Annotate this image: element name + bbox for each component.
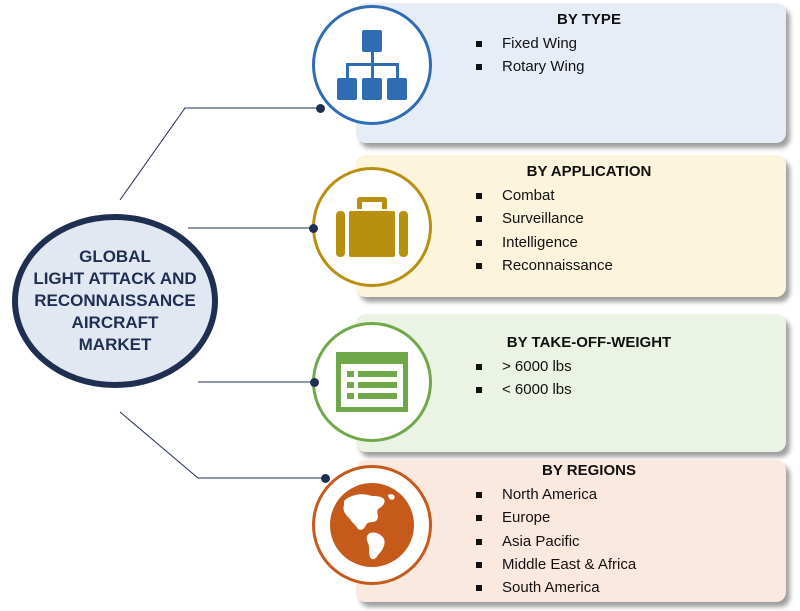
segment-list-application: Combat Surveillance Intelligence Reconna… [472,184,786,277]
segment-title-type: BY TYPE [557,11,621,28]
list-item: Reconnaissance [472,254,786,277]
list-item: Rotary Wing [472,55,786,78]
segment-list-regions: North America Europe Asia Pacific Middle… [472,483,786,599]
list-item: Asia Pacific [472,530,786,553]
connector-line-regions [119,411,325,479]
briefcase-icon [336,197,408,257]
segment-title-regions: BY REGIONS [542,462,636,479]
list-item: > 6000 lbs [472,355,786,378]
connector-dot-type [316,104,325,113]
segment-list-take-off-weight: > 6000 lbs < 6000 lbs [472,355,786,402]
list-form-icon [336,352,408,412]
segment-title-take-off-weight: BY TAKE-OFF-WEIGHT [506,334,672,351]
hierarchy-icon [337,30,407,100]
connector-line-type [119,107,320,201]
connector-dot-application [309,224,318,233]
list-item: South America [472,576,786,599]
list-item: Europe [472,506,786,529]
segment-list-type: Fixed Wing Rotary Wing [472,32,786,79]
segment-icon-circle-regions [312,465,432,585]
segment-icon-circle-take-off-weight [312,322,432,442]
list-item: < 6000 lbs [472,378,786,401]
list-item: North America [472,483,786,506]
connector-dot-regions [321,474,330,483]
list-item: Combat [472,184,786,207]
globe-icon [330,483,414,567]
list-item: Surveillance [472,207,786,230]
list-item: Fixed Wing [472,32,786,55]
segment-icon-circle-type [312,5,432,125]
market-title: GLOBAL LIGHT ATTACK AND RECONNAISSANCE A… [33,247,197,354]
market-hub-circle: GLOBAL LIGHT ATTACK AND RECONNAISSANCE A… [12,214,218,388]
connector-dot-take-off-weight [310,378,319,387]
list-item: Middle East & Africa [472,553,786,576]
segment-title-application: BY APPLICATION [526,163,652,180]
list-item: Intelligence [472,231,786,254]
segment-icon-circle-application [312,167,432,287]
